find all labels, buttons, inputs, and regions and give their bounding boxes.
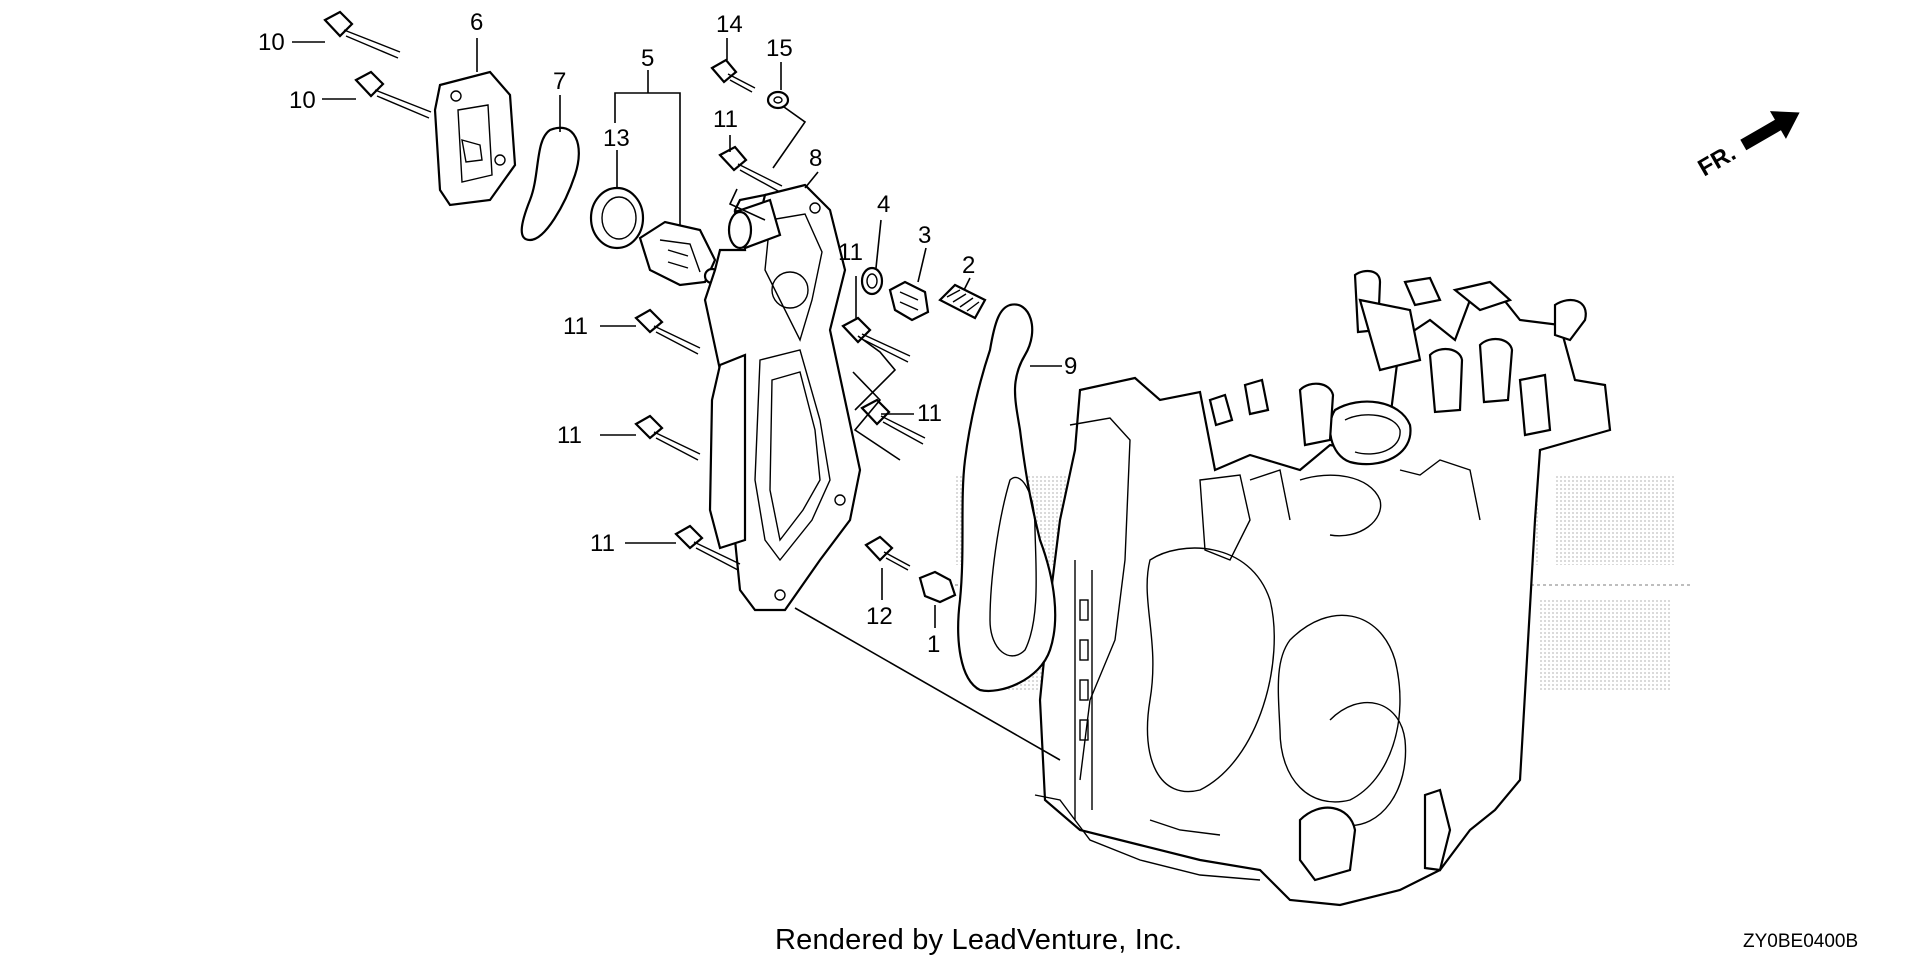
bolt-10-upper bbox=[323, 10, 401, 59]
bolt-11-f bbox=[674, 524, 741, 571]
cover-gasket bbox=[520, 126, 580, 242]
bolt-11-a bbox=[718, 145, 783, 193]
cylinder-block bbox=[1034, 269, 1612, 907]
callout-11-e: 11 bbox=[917, 400, 942, 427]
callout-11-b: 11 bbox=[838, 239, 863, 266]
bolt-11-c bbox=[841, 316, 911, 363]
callout-3: 3 bbox=[918, 222, 931, 249]
housing-back-plate bbox=[708, 353, 747, 550]
o-ring-4 bbox=[860, 266, 884, 296]
thermostat-cover bbox=[433, 70, 517, 207]
callouts: 10 10 6 7 5 13 14 15 11 8 4 3 2 11 11 11… bbox=[258, 9, 1077, 658]
front-arrow-icon bbox=[1740, 111, 1800, 151]
rendered-by-credit: Rendered by LeadVenture, Inc. bbox=[775, 924, 1183, 956]
callout-10-upper: 10 bbox=[258, 29, 285, 56]
leader-lines bbox=[292, 38, 1062, 761]
callout-14: 14 bbox=[716, 11, 743, 38]
callout-8: 8 bbox=[809, 145, 822, 172]
callout-11-f: 11 bbox=[590, 530, 615, 557]
callout-2: 2 bbox=[962, 252, 975, 279]
housing-gasket-inner bbox=[989, 476, 1037, 657]
callout-13: 13 bbox=[603, 125, 630, 152]
bolt-12 bbox=[864, 535, 911, 571]
callout-1: 1 bbox=[927, 631, 940, 658]
relief-valve bbox=[888, 280, 930, 322]
bolt-11-e bbox=[634, 414, 701, 461]
bolt-14 bbox=[710, 58, 756, 93]
bolt-11-d bbox=[860, 398, 926, 445]
washer-15 bbox=[766, 90, 790, 110]
thermostat-seal bbox=[589, 186, 645, 250]
housing-gasket bbox=[957, 303, 1057, 693]
callout-6: 6 bbox=[470, 9, 483, 36]
callout-7: 7 bbox=[553, 68, 566, 95]
callout-12: 12 bbox=[866, 603, 893, 630]
callout-9: 9 bbox=[1064, 353, 1077, 380]
callout-5: 5 bbox=[641, 45, 654, 72]
bolt-11-b bbox=[634, 308, 701, 355]
spring bbox=[938, 283, 987, 320]
front-direction-label: FR. bbox=[1694, 139, 1741, 182]
diagram-code: ZY0BE0400B bbox=[1743, 931, 1859, 952]
callout-4: 4 bbox=[877, 191, 890, 218]
callout-11-d: 11 bbox=[557, 422, 582, 449]
dowel-pin bbox=[918, 570, 957, 604]
callout-11-a: 11 bbox=[713, 106, 738, 133]
callout-15: 15 bbox=[766, 35, 793, 62]
thermostat bbox=[638, 220, 721, 287]
callout-10-lower: 10 bbox=[289, 87, 316, 114]
bolt-10-lower bbox=[354, 70, 432, 119]
callout-11-c: 11 bbox=[563, 313, 588, 340]
front-direction-indicator: FR. bbox=[1694, 111, 1800, 182]
